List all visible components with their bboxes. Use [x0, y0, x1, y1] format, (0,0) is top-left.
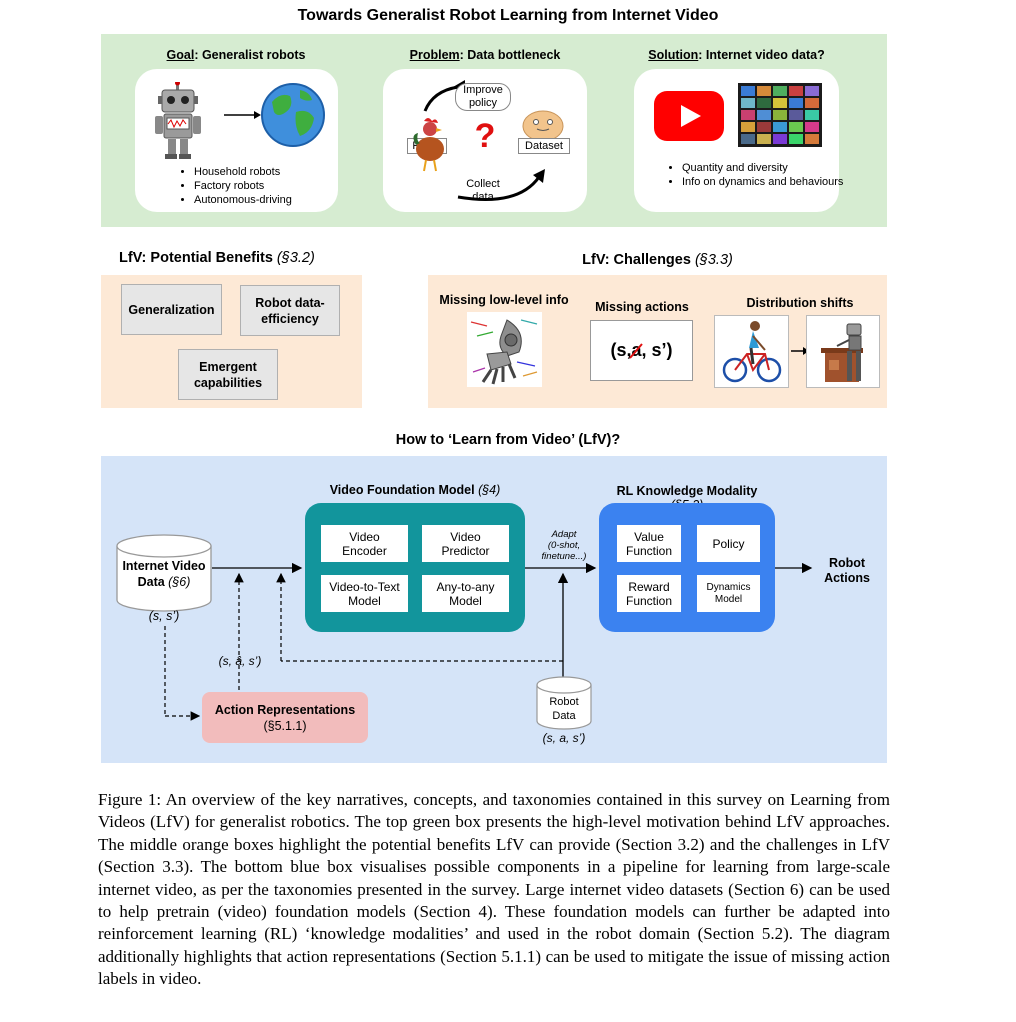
goal-bullets: Household robots Factory robots Autonomo… [168, 165, 364, 207]
robot-cook-icon [821, 323, 863, 382]
video-encoder-box: Video Encoder [321, 525, 408, 562]
globe-icon [261, 83, 325, 147]
figure-caption: Figure 1: An overview of the key narrati… [98, 790, 890, 989]
crossed-action: a [629, 340, 644, 361]
video-predictor-box: Video Predictor [422, 525, 509, 562]
policy-box: Policy [697, 525, 760, 562]
goal-bullet: Factory robots [194, 179, 364, 193]
problem-heading: Problem: Data bottleneck [409, 48, 561, 62]
action-representations-box: Action Representations (§5.1.1) [202, 692, 368, 743]
video-foundation-model-box [305, 503, 525, 632]
robot-data-label: Robot Data [549, 696, 579, 722]
robot-cook-image [806, 315, 880, 388]
any-to-any-box: Any-to-any Model [422, 575, 509, 612]
action-rep-title: Action Representations [214, 702, 356, 717]
rl-knowledge-modality-box [599, 503, 775, 632]
missing-actions-label: Missing actions [595, 300, 689, 314]
robot-icon [155, 82, 201, 159]
robot-hand-icon [470, 319, 538, 385]
video-to-text-box: Video-to-Text Model [321, 575, 408, 612]
rooster-icon [413, 118, 444, 172]
pipeline-connectors [164, 562, 813, 721]
solution-bullet: Info on dynamics and behaviours [682, 175, 852, 189]
dynamics-model-box: Dynamics Model [697, 575, 760, 612]
figure-title: Towards Generalist Robot Learning from I… [297, 7, 719, 24]
cyclist-icon [722, 321, 782, 383]
challenges-heading: LfV: Challenges (§3.3) [582, 252, 733, 268]
internet-ss-label: (s, s’) [148, 609, 180, 623]
video-wall-icon [738, 83, 822, 147]
goal-bullet: Autonomous-driving [194, 193, 364, 207]
youtube-icon [654, 91, 724, 141]
action-rep-ref: (§5.1.1) [263, 718, 307, 733]
missing-actions-tuple: (s, a, s’) [590, 320, 693, 381]
collect-data-label: Collect data [466, 178, 500, 203]
how-heading: How to ‘Learn from Video’ (LfV)? [395, 432, 621, 448]
goal-bullet: Household robots [194, 165, 364, 179]
robot-hand-image [467, 312, 542, 387]
inferred-action-label: (s, â, s’) [218, 654, 262, 668]
dataset-label: Dataset [518, 138, 570, 154]
reward-function-box: Reward Function [617, 575, 681, 612]
generalization-box: Generalization [121, 284, 222, 335]
solution-bullet: Quantity and diversity [682, 161, 852, 175]
robot-data-efficiency-box: Robot data- efficiency [240, 285, 340, 336]
missing-low-level-label: Missing low-level info [439, 293, 569, 307]
robot-data-database-icon [536, 676, 592, 730]
benefits-heading: LfV: Potential Benefits (§3.2) [119, 250, 315, 266]
egg-icon [522, 110, 564, 142]
improve-policy-label: Improve policy [455, 83, 511, 111]
strike-icon [629, 343, 644, 359]
database-icon [116, 534, 212, 612]
vfm-heading: Video Foundation Model (§4) [329, 483, 501, 497]
solution-heading: Solution: Internet video data? [648, 48, 825, 62]
adapt-label: Adapt (0-shot, finetune...) [541, 529, 587, 562]
solution-bullets: Quantity and diversity Info on dynamics … [656, 161, 852, 189]
emergent-capabilities-box: Emergent capabilities [178, 349, 278, 400]
distribution-shifts-label: Distribution shifts [746, 296, 854, 310]
question-mark: ? [474, 117, 496, 155]
goal-arrow [224, 111, 261, 119]
goal-heading: Goal: Generalist robots [166, 48, 306, 62]
robot-data-tuple: (s, a, s’) [542, 731, 586, 745]
cyclist-image [714, 315, 789, 388]
value-function-box: Value Function [617, 525, 681, 562]
robot-actions-label: Robot Actions [824, 556, 870, 585]
